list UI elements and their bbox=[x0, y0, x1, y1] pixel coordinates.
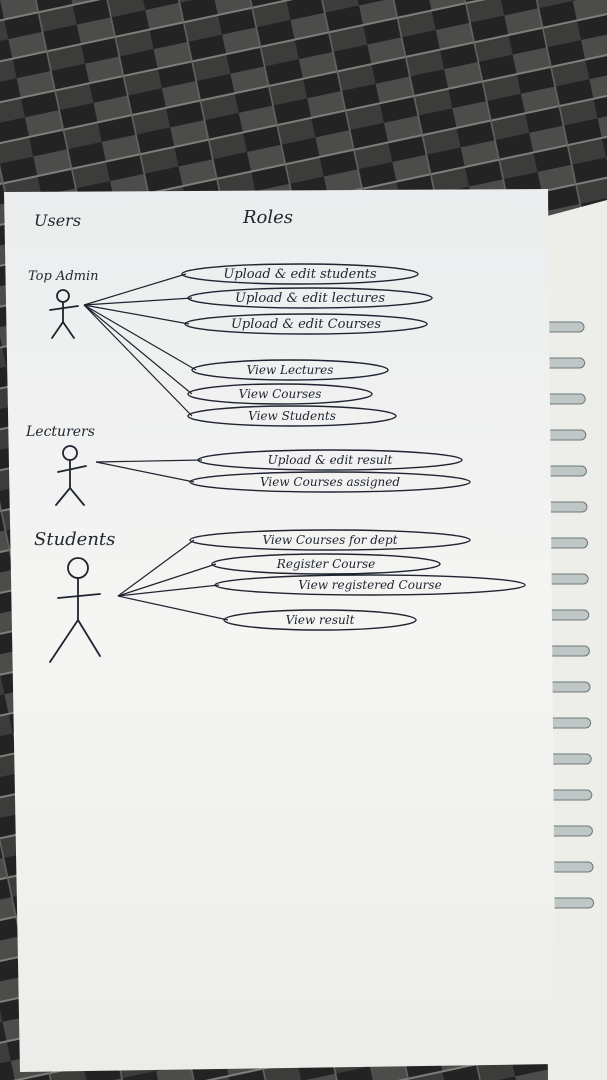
association-line bbox=[83, 304, 193, 395]
use-case-outline bbox=[214, 574, 526, 596]
use-case-outline bbox=[187, 405, 397, 427]
actor-figure-top-admin bbox=[49, 289, 79, 339]
use-case: View Courses assigned bbox=[189, 471, 471, 493]
association-line bbox=[83, 273, 187, 306]
use-case-outline bbox=[189, 471, 471, 493]
association-line bbox=[83, 304, 193, 417]
use-case-outline bbox=[187, 383, 373, 405]
association-line bbox=[117, 595, 229, 621]
use-case-label: View Courses for dept bbox=[262, 533, 397, 547]
use-case-label: View Courses bbox=[239, 387, 322, 401]
use-case: View Students bbox=[187, 405, 397, 427]
use-case-label: Upload & edit students bbox=[223, 267, 377, 282]
use-case: Register Course bbox=[211, 553, 441, 575]
use-case: Upload & edit lectures bbox=[187, 287, 433, 309]
association-line bbox=[95, 461, 195, 483]
use-case-label: Upload & edit result bbox=[268, 453, 393, 467]
association-lines bbox=[83, 273, 229, 621]
association-line bbox=[83, 304, 190, 325]
users-header: Users bbox=[34, 211, 81, 230]
use-case-outline bbox=[184, 313, 428, 335]
use-case-label: View registered Course bbox=[298, 578, 441, 592]
use-case-outline bbox=[191, 359, 389, 381]
use-case: View result bbox=[223, 609, 417, 631]
use-case: View Lectures bbox=[191, 359, 389, 381]
actor-label-students: Students bbox=[34, 529, 115, 550]
use-case-outline bbox=[189, 529, 471, 551]
use-case: Upload & edit result bbox=[197, 449, 463, 471]
second-notebook bbox=[540, 200, 607, 1080]
use-case-outline bbox=[181, 263, 419, 285]
use-case: Upload & edit Courses bbox=[184, 313, 428, 335]
use-case-label: View Courses assigned bbox=[260, 475, 400, 489]
use-case: View Courses bbox=[187, 383, 373, 405]
roles-header: Roles bbox=[242, 207, 293, 228]
use-case-label: Upload & edit Courses bbox=[231, 317, 381, 332]
use-case-label: View Lectures bbox=[247, 363, 334, 377]
use-case-label: Register Course bbox=[276, 557, 375, 571]
association-line bbox=[83, 297, 193, 306]
association-line bbox=[117, 563, 217, 597]
actor-label-lecturers: Lecturers bbox=[25, 424, 95, 440]
association-line bbox=[117, 539, 195, 597]
use-case-label: View result bbox=[286, 613, 355, 627]
association-line bbox=[95, 459, 203, 463]
use-case-outline bbox=[187, 287, 433, 309]
use-case-label: Upload & edit lectures bbox=[235, 291, 385, 306]
association-line bbox=[83, 304, 197, 371]
use-case: Upload & edit students bbox=[181, 263, 419, 285]
use-case: View registered Course bbox=[214, 574, 526, 596]
use-case: View Courses for dept bbox=[189, 529, 471, 551]
use-case-label: View Students bbox=[248, 409, 336, 423]
use-case-outline bbox=[211, 553, 441, 575]
use-case-outline bbox=[197, 449, 463, 471]
association-line bbox=[117, 584, 220, 597]
actor-figure-students bbox=[49, 557, 101, 663]
use-case-outline bbox=[223, 609, 417, 631]
actor-figure-lecturers bbox=[55, 445, 87, 506]
paper-sheet bbox=[4, 189, 556, 1072]
actor-label-top-admin: Top Admin bbox=[28, 269, 99, 284]
